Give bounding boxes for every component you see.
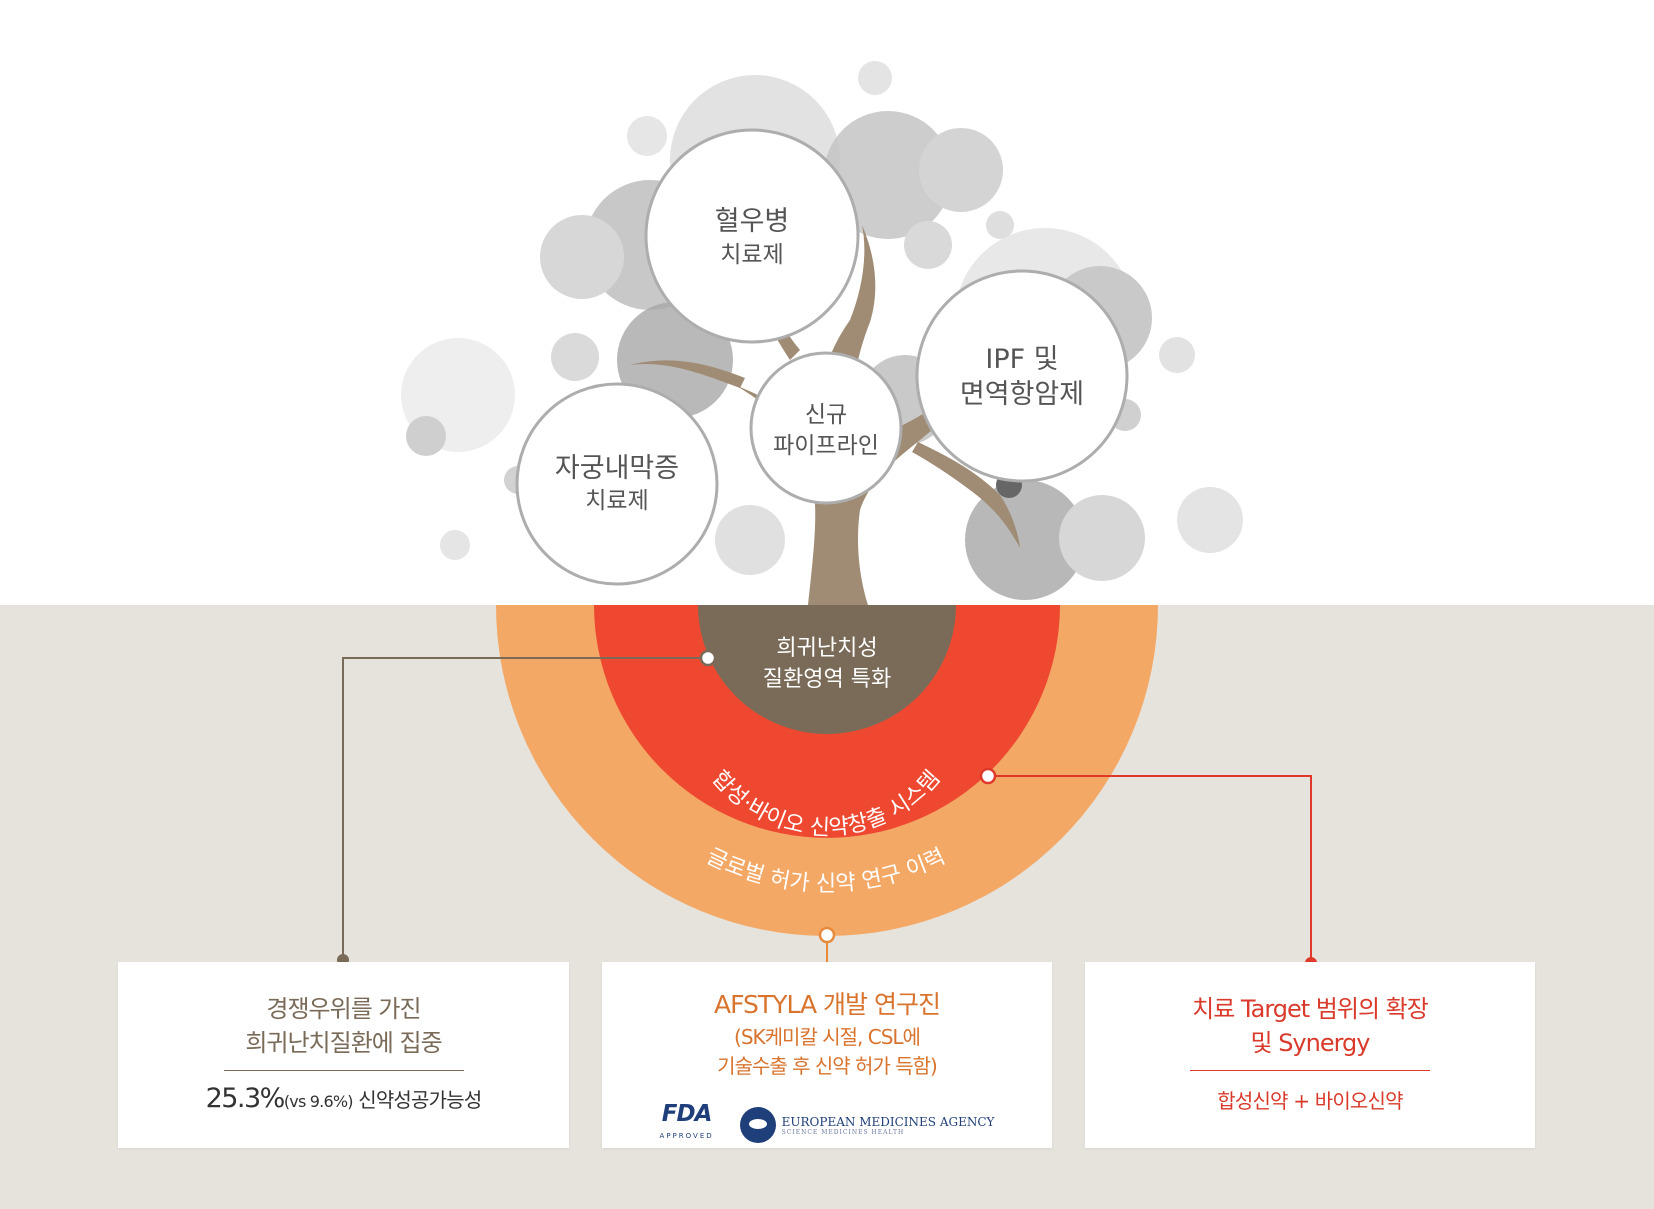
fda-logo: FDA APPROVED xyxy=(659,1101,714,1146)
branch xyxy=(912,442,1020,548)
fda-approved-text: APPROVED xyxy=(659,1132,714,1140)
foliage-circle xyxy=(540,215,624,299)
foliage-circle xyxy=(1059,495,1145,581)
card-subtitle: 합성신약 + 바이오신약 xyxy=(1217,1089,1403,1113)
ema-logo: EUROPEAN MEDICINES AGENCY SCIENCE MEDICI… xyxy=(739,1107,995,1143)
core-label-2: 질환영역 특화 xyxy=(763,667,891,692)
connectors xyxy=(337,649,1317,976)
card-title-line2: 희귀난치질환에 집중 xyxy=(245,1029,442,1057)
card-divider xyxy=(1190,1070,1430,1071)
card-subtitle-line1: (SK케미칼 시절, CSL에 xyxy=(734,1025,921,1049)
circle-label: IPF 및 xyxy=(985,344,1058,375)
success-rate-comparison: (vs 9.6%) xyxy=(283,1092,354,1111)
circle-hemophilia: 혈우병 치료제 xyxy=(644,128,860,344)
foliage-circle xyxy=(1159,337,1195,373)
circle-outline xyxy=(515,382,719,586)
circle-sublabel: 치료제 xyxy=(720,242,783,268)
circle-label: 혈우병 xyxy=(715,206,790,237)
card-subtitle-line2: 기술수출 후 신약 허가 득함) xyxy=(717,1054,938,1078)
card-divider xyxy=(223,1070,464,1071)
ema-name: EUROPEAN MEDICINES AGENCY xyxy=(781,1114,995,1129)
circle-new-pipeline: 신규 파이프라인 xyxy=(749,351,903,505)
core-label-1: 희귀난치성 xyxy=(776,636,877,661)
root-rings: 희귀난치성 질환영역 특화 합성·바이오 신약창출 시스템 글로벌 허가 신약 … xyxy=(496,605,1158,936)
foliage-circle xyxy=(1177,487,1243,553)
connector-left xyxy=(342,657,708,960)
branch xyxy=(630,360,745,388)
connector-node xyxy=(979,767,997,785)
fda-logo-text: FDA xyxy=(661,1101,713,1127)
circle-label: 신규 xyxy=(805,402,847,428)
success-rate-stat: 25.3%(vs 9.6%) 신약성공가능성 xyxy=(118,1083,569,1114)
foliage-circle xyxy=(406,416,446,456)
ema-emblem-icon xyxy=(739,1107,776,1143)
circle-outline xyxy=(644,128,860,344)
foliage-circle xyxy=(858,61,892,95)
foliage-circle xyxy=(986,211,1014,239)
circle-sublabel: 면역항암제 xyxy=(960,379,1084,410)
connector-right xyxy=(988,775,1312,963)
card-rare-disease-focus: 경쟁우위를 가진 희귀난치질환에 집중 25.3%(vs 9.6%) 신약성공가… xyxy=(118,962,569,1148)
pipeline-circles: 혈우병 치료제 IPF 및 면역항암제 신규 파이프라인 자궁내막증 치료제 xyxy=(515,128,1129,586)
success-rate-value: 25.3% xyxy=(205,1083,286,1114)
foliage-circle xyxy=(919,128,1003,212)
foliage-circle xyxy=(904,221,952,269)
circle-outline xyxy=(915,269,1129,483)
success-rate-label: 신약성공가능성 xyxy=(352,1088,482,1112)
circle-label: 자궁내막증 xyxy=(555,453,679,484)
card-title: AFSTYLA 개발 연구진 xyxy=(714,990,941,1019)
circle-outline xyxy=(749,351,903,505)
circle-sublabel: 치료제 xyxy=(585,488,648,514)
circle-endometriosis: 자궁내막증 치료제 xyxy=(515,382,719,586)
circle-sublabel: 파이프라인 xyxy=(773,433,879,459)
branch xyxy=(759,270,800,360)
ema-logo-text: EUROPEAN MEDICINES AGENCY SCIENCE MEDICI… xyxy=(782,1115,995,1136)
circle-ipf: IPF 및 면역항암제 xyxy=(915,269,1129,483)
card-afstyla-team: AFSTYLA 개발 연구진 (SK케미칼 시절, CSL에 기술수출 후 신약… xyxy=(602,962,1052,1148)
foliage-circle xyxy=(715,505,785,575)
approval-logos: FDA APPROVED EUROPEAN MEDICINES AGENCY S… xyxy=(602,1101,1052,1146)
foliage-circle xyxy=(627,116,667,156)
foliage-circle xyxy=(824,111,952,239)
foliage-circle xyxy=(440,530,470,560)
foliage-circle xyxy=(551,333,599,381)
ema-tagline: SCIENCE MEDICINES HEALTH xyxy=(781,1128,905,1136)
card-title-line2: 및 Synergy xyxy=(1250,1029,1370,1057)
connector-node xyxy=(818,926,836,944)
card-title-line1: 경쟁우위를 가진 xyxy=(266,995,421,1023)
card-title-line1: 치료 Target 범위의 확장 xyxy=(1192,995,1429,1023)
core-ring xyxy=(698,605,956,734)
card-target-expansion: 치료 Target 범위의 확장 및 Synergy 합성신약 + 바이오신약 xyxy=(1085,962,1535,1148)
connector-node xyxy=(699,649,717,667)
